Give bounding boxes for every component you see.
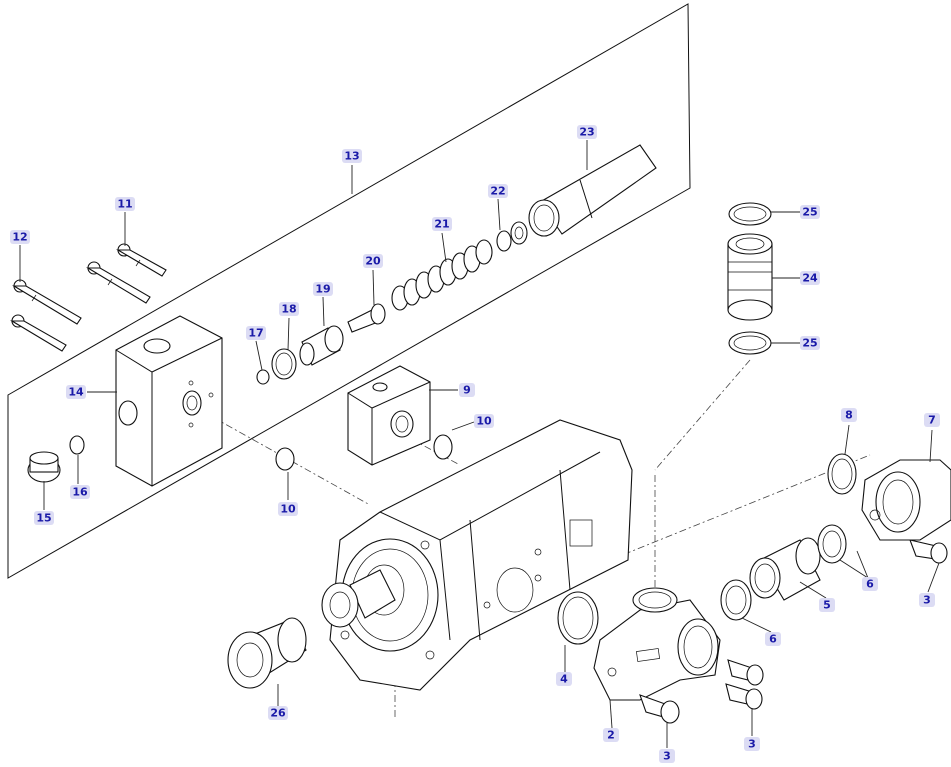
svg-text:15: 15: [36, 512, 51, 525]
svg-text:17: 17: [248, 327, 263, 340]
callout-24: 24: [800, 271, 820, 285]
callout-21: 21: [432, 217, 452, 231]
screw-3-mid-a: [727, 659, 764, 686]
screw-12c: [10, 314, 67, 352]
callout-25-bottom: 25: [800, 336, 820, 350]
svg-text:3: 3: [923, 594, 931, 607]
callout-25-top: 25: [800, 205, 820, 219]
svg-text:6: 6: [769, 633, 777, 646]
svg-text:13: 13: [344, 150, 359, 163]
seal-ring-10-lower: [275, 447, 295, 471]
callout-3-mid: 3: [744, 737, 760, 751]
svg-text:25: 25: [802, 206, 817, 219]
callout-7: 7: [924, 413, 940, 427]
svg-text:7: 7: [928, 414, 936, 427]
spring-21: [391, 239, 493, 311]
svg-text:16: 16: [72, 486, 88, 499]
callout-10-right: 10: [474, 414, 494, 428]
drive-shaft: [321, 569, 396, 628]
plug-15: [27, 451, 61, 483]
svg-text:24: 24: [802, 272, 818, 285]
callout-8: 8: [841, 408, 857, 422]
svg-text:21: 21: [434, 218, 449, 231]
callout-2: 2: [603, 728, 619, 742]
callout-16: 16: [70, 485, 90, 499]
ring-18: [271, 348, 297, 380]
svg-text:12: 12: [12, 231, 27, 244]
flange-2: [593, 587, 721, 701]
svg-text:2: 2: [607, 729, 615, 742]
callout-4: 4: [556, 672, 572, 686]
svg-text:20: 20: [365, 255, 381, 268]
callout-10-left: 10: [278, 502, 298, 516]
screw-12a: [86, 261, 151, 304]
svg-text:25: 25: [802, 337, 817, 350]
screw-3-left: [639, 694, 680, 724]
ring-17: [256, 369, 270, 385]
ring-6-left: [720, 579, 752, 621]
callout-13: 13: [342, 149, 362, 163]
cartridge-23: [528, 144, 657, 237]
ring-25-lower: [728, 331, 772, 355]
svg-text:6: 6: [866, 578, 874, 591]
sleeve-24: [727, 233, 773, 321]
callout-12: 12: [10, 230, 30, 244]
svg-text:10: 10: [476, 415, 492, 428]
callout-9: 9: [459, 383, 475, 397]
leader-lines: [19, 140, 940, 748]
seal-ring-4: [557, 591, 599, 645]
callout-15: 15: [34, 511, 54, 525]
svg-text:10: 10: [280, 503, 296, 516]
callout-26: 26: [268, 706, 288, 720]
valve-block-14: [115, 315, 223, 487]
callout-6-right: 6: [862, 577, 878, 591]
valve-assembly-frame: [7, 3, 691, 579]
poppet-20: [347, 303, 386, 333]
callout-23: 23: [577, 125, 597, 139]
callout-5: 5: [819, 598, 835, 612]
svg-text:4: 4: [560, 673, 568, 686]
callout-labels: 11 12 13 14 15 16 17 18 19 20 21 22 23 9…: [10, 125, 940, 763]
callout-3-left: 3: [659, 749, 675, 763]
svg-text:3: 3: [748, 738, 756, 751]
ring-6-right: [817, 524, 847, 564]
svg-text:9: 9: [463, 384, 471, 397]
callout-11: 11: [115, 197, 135, 211]
callout-3-right: 3: [919, 593, 935, 607]
seal-ring-10-upper: [433, 434, 453, 460]
block-9: [347, 365, 431, 466]
svg-text:8: 8: [845, 409, 853, 422]
svg-text:26: 26: [270, 707, 286, 720]
spool-19: [299, 325, 344, 366]
screw-3-right: [909, 539, 948, 564]
screw-3-mid-b: [725, 683, 763, 710]
fitting-5: [749, 537, 821, 601]
svg-text:14: 14: [68, 386, 84, 399]
screw-11: [115, 243, 167, 277]
screw-12b: [12, 279, 82, 325]
svg-text:22: 22: [490, 185, 505, 198]
coupling-26: [227, 617, 307, 689]
callout-22: 22: [488, 184, 508, 198]
ring-8: [827, 453, 857, 495]
svg-text:18: 18: [281, 303, 296, 316]
svg-text:11: 11: [117, 198, 132, 211]
center-lines: [199, 359, 871, 720]
svg-text:5: 5: [823, 599, 831, 612]
callout-14: 14: [66, 385, 86, 399]
seal-ring-16: [69, 435, 85, 455]
callout-6-left: 6: [765, 632, 781, 646]
flange-7: [861, 459, 951, 541]
svg-text:19: 19: [315, 283, 330, 296]
washers-22: [496, 221, 528, 252]
callout-17: 17: [246, 326, 266, 340]
svg-text:23: 23: [579, 126, 594, 139]
callout-19: 19: [313, 282, 333, 296]
svg-text:3: 3: [663, 750, 671, 763]
ring-25-upper: [728, 202, 772, 226]
callout-20: 20: [363, 254, 383, 268]
callout-18: 18: [279, 302, 299, 316]
